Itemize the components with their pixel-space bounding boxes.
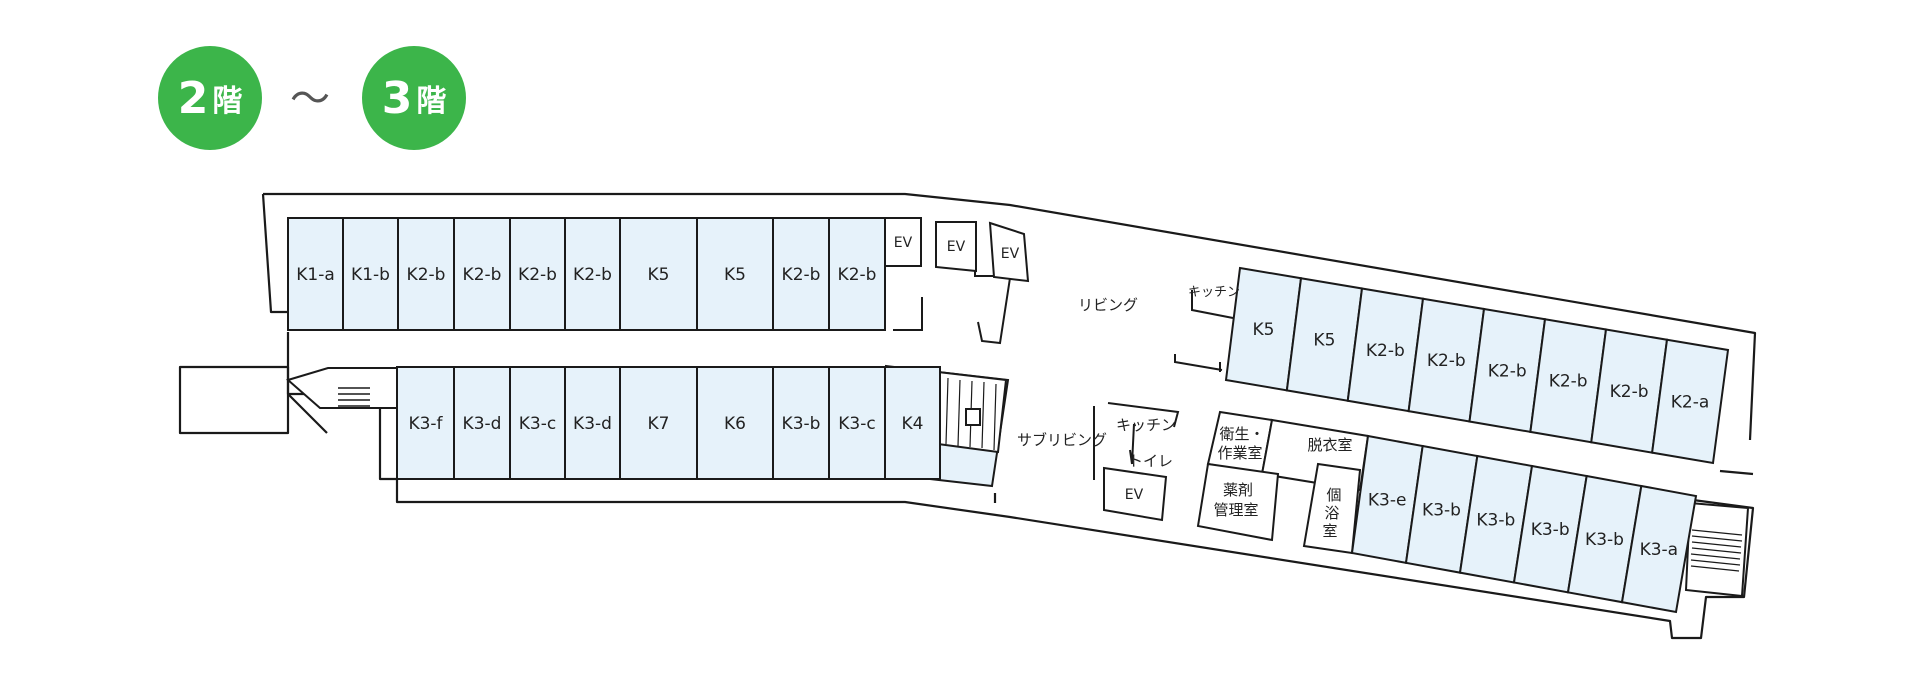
room-label: K3-d [573, 414, 612, 434]
room-k2-b [509, 217, 566, 331]
changing-label: 脱衣室 [1307, 436, 1352, 454]
hygiene-label-line1: 衛生・ [1219, 425, 1264, 443]
room-label: K3-e [1368, 490, 1407, 510]
floor-number: 2 [177, 72, 209, 124]
living-label: リビング [1078, 296, 1138, 314]
room-label: K2-b [1488, 361, 1527, 381]
room-label: K3-d [463, 414, 502, 434]
room-label: K2-b [1610, 382, 1649, 402]
room-k2-b [564, 217, 621, 331]
floor-badge-to: 3 階 [362, 46, 466, 150]
pharmacy-label-line1: 薬剤 [1223, 481, 1253, 499]
rooms-top-left: K1-a K1-b K2-b K2-b K2-b K2-b K5 K5 K2-b K2-b [287, 217, 886, 331]
pharmacy-room [1196, 462, 1280, 542]
elevators [884, 217, 1168, 522]
floor-badge-from: 2 階 [158, 46, 262, 150]
room-label: K5 [1313, 330, 1335, 350]
floor-suffix: 階 [416, 84, 447, 119]
room-label: K3-b [1531, 520, 1570, 540]
room-label: K6 [724, 414, 746, 434]
room-k1-b [342, 217, 399, 331]
bath-label-char3: 室 [1322, 522, 1337, 540]
room-label: K2-b [782, 265, 821, 285]
room-label: K3-b [1422, 500, 1461, 520]
rooms-bottom-left: K3-f K3-d K3-c K3-d K7 K6 K3-b K3-c K4 [396, 366, 941, 480]
room-label: K7 [648, 414, 670, 434]
room-k5 [619, 217, 698, 331]
room-label: K3-b [1585, 530, 1624, 550]
room-k3-a [1620, 484, 1698, 614]
floor-range-separator: ～ [290, 76, 330, 122]
floor-suffix: 階 [212, 84, 243, 119]
room-label: K3-c [519, 414, 556, 434]
room-k6 [696, 366, 774, 480]
ev-label: EV [1001, 246, 1020, 262]
room-k3-d [564, 366, 621, 480]
bath-label-char1: 個 [1326, 486, 1341, 504]
room-label: K2-b [1549, 372, 1588, 392]
kitchen-label-center: キッチン [1116, 416, 1176, 434]
room-label: K3-a [1640, 540, 1679, 560]
elevator [935, 221, 977, 273]
ev-label: EV [894, 235, 913, 251]
room-k2-b [397, 217, 455, 331]
room-k3-c [509, 366, 566, 480]
toilet-label: トイレ [1128, 452, 1173, 470]
room-label: K2-b [1366, 341, 1405, 361]
room-label: K1-a [296, 265, 335, 285]
bath-label-char2: 浴 [1324, 504, 1339, 522]
room-label: K4 [902, 414, 924, 434]
elevator [1103, 466, 1168, 522]
ev-label: EV [1125, 487, 1144, 503]
room-label: K3-f [408, 414, 443, 434]
room-label: K2-a [1671, 392, 1710, 412]
room-label: K5 [724, 265, 746, 285]
floor-number: 3 [381, 72, 413, 124]
hygiene-label-line2: 作業室 [1217, 444, 1262, 462]
ev-label: EV [947, 239, 966, 255]
room-k3-b [772, 366, 830, 480]
room-label: K2-b [518, 265, 557, 285]
room-label: K2-b [407, 265, 446, 285]
room-label: K3-c [838, 414, 875, 434]
room-k2-b [772, 217, 830, 331]
room-k2-b [828, 217, 886, 331]
room-k4 [884, 366, 941, 480]
room-k5 [696, 217, 774, 331]
elevator [988, 221, 1030, 283]
room-label: K2-b [573, 265, 612, 285]
pharmacy-label-line2: 管理室 [1213, 501, 1258, 519]
room-label: K3-b [1476, 510, 1515, 530]
building-outline [178, 192, 1757, 640]
room-k3-d [453, 366, 511, 480]
room-label: K2-b [463, 265, 502, 285]
sub-living-label: サブリビング [1017, 431, 1107, 449]
room-k2-a [1651, 338, 1730, 465]
elevator [884, 217, 922, 267]
area-labels: リビング サブリビング キッチン キッチン トイレ 衛生・ 作業室 脱衣室 薬剤… [1017, 285, 1353, 540]
room-label: K3-b [782, 414, 821, 434]
room-label: K1-b [351, 265, 390, 285]
room-label: K2-b [838, 265, 877, 285]
service-rooms [1196, 410, 1370, 555]
room-label: K2-b [1427, 351, 1466, 371]
room-k7 [619, 366, 698, 480]
room-k3-f [396, 366, 455, 480]
ev-labels: EV EV EV EV [894, 235, 1144, 503]
kitchen-label-right: キッチン [1188, 285, 1240, 300]
room-label: K5 [1252, 320, 1274, 340]
room-label: K5 [648, 265, 670, 285]
